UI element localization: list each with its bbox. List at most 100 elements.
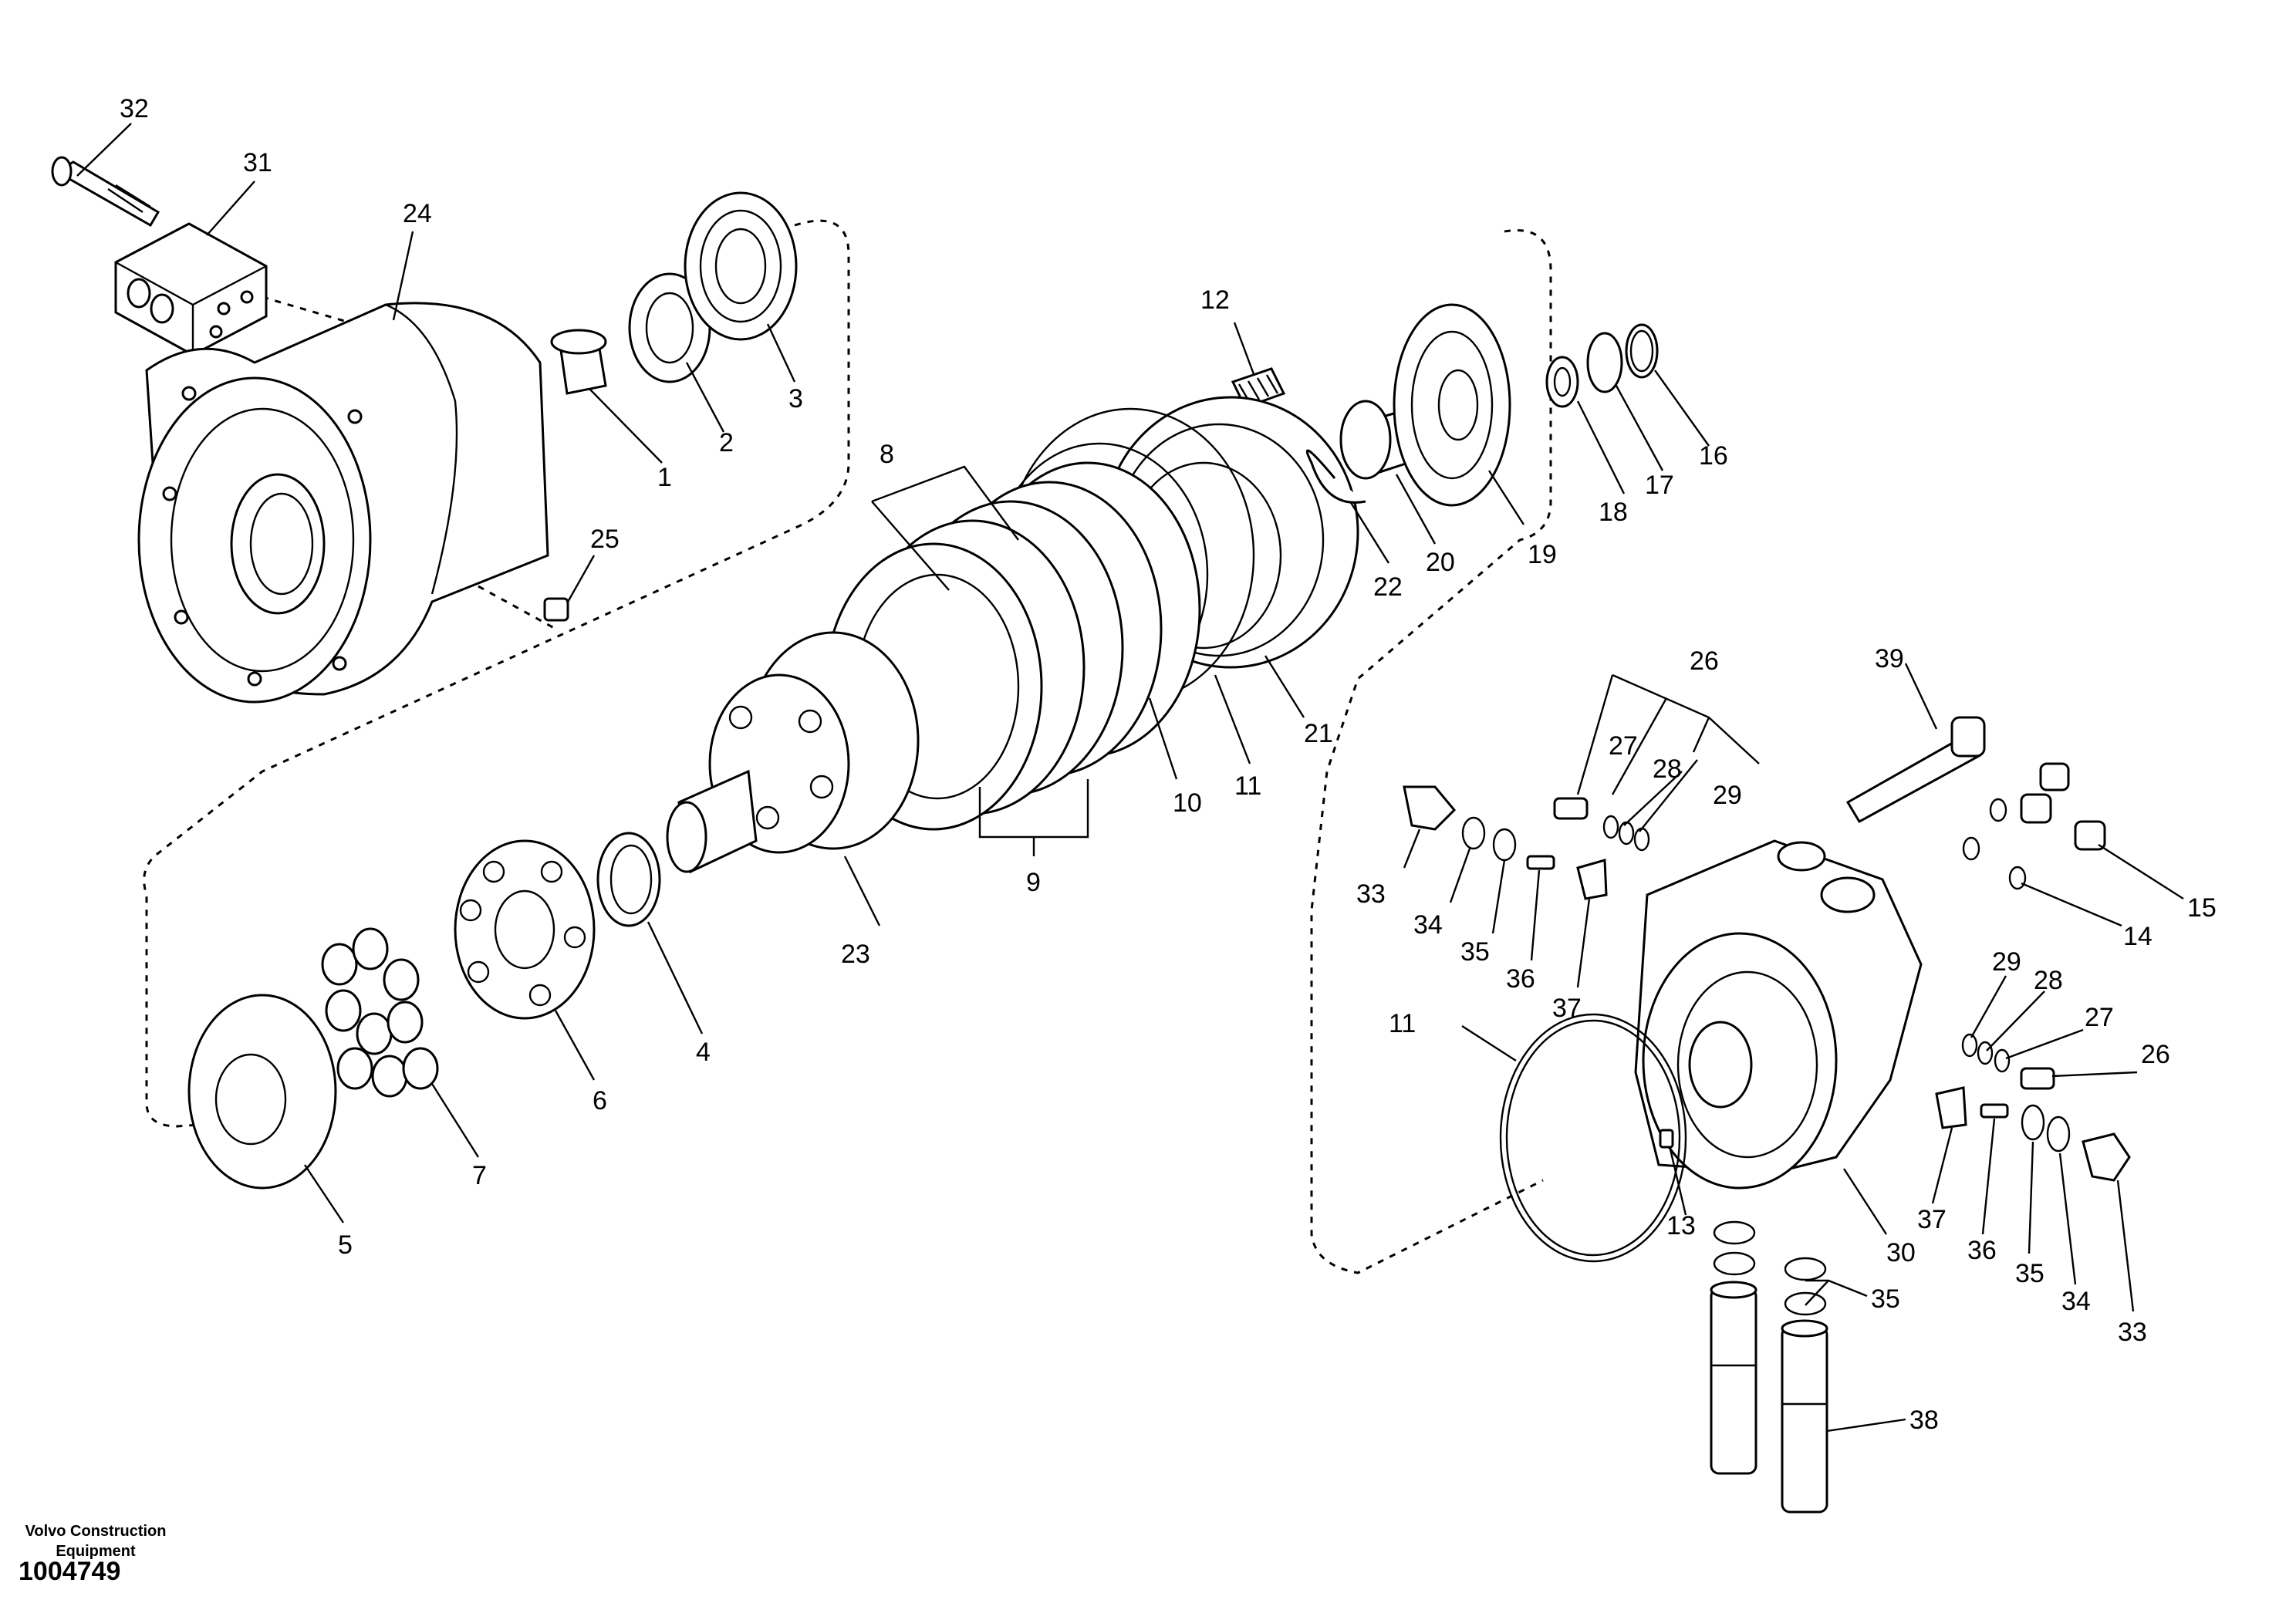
part-27-28-29-rings-right — [1961, 1033, 2011, 1073]
assembly-line-plug — [478, 585, 556, 630]
part-23-cylinder-block — [666, 631, 920, 874]
part-1-sleeve — [550, 329, 607, 395]
callout-23: 23 — [841, 940, 870, 969]
part-31-valve-block — [114, 222, 268, 356]
callout-11-upper: 11 — [1234, 771, 1261, 801]
callout-35-bottom: 35 — [1871, 1284, 1900, 1314]
part-38-spools — [1710, 1281, 1828, 1514]
part-3-bearing — [684, 191, 798, 341]
part-8-9-friction-plates — [824, 461, 1201, 831]
callout-14: 14 — [2123, 922, 2152, 951]
part-22-snap-ring — [1305, 449, 1366, 504]
callout-5: 5 — [338, 1230, 353, 1260]
callout-27-upper: 27 — [1609, 731, 1638, 761]
part-26-plug-upper — [1553, 797, 1589, 820]
callout-37-right: 37 — [1917, 1205, 1947, 1234]
callout-36-left: 36 — [1506, 964, 1535, 994]
callout-3: 3 — [788, 384, 803, 413]
callout-18: 18 — [1599, 498, 1628, 527]
callout-13: 13 — [1666, 1211, 1696, 1240]
callout-16: 16 — [1699, 441, 1728, 471]
part-5-swash-plate — [187, 994, 337, 1190]
part-33-plug-left — [1403, 785, 1457, 831]
callout-39: 39 — [1875, 644, 1904, 673]
part-37-poppet-right — [1935, 1086, 1967, 1129]
callout-4: 4 — [696, 1038, 711, 1067]
part-2-ring — [628, 272, 711, 383]
part-16-seal — [1625, 323, 1659, 379]
part-30-valve-casing — [1634, 839, 1923, 1190]
callout-27-right: 27 — [2085, 1003, 2114, 1032]
part-36-spring-right — [1980, 1103, 2009, 1119]
callout-35-left: 35 — [1460, 937, 1490, 967]
part-37-poppet-left — [1576, 859, 1608, 900]
callout-9: 9 — [1026, 868, 1041, 897]
part-13-pin — [1659, 1129, 1674, 1149]
callout-8: 8 — [880, 440, 894, 469]
callout-34-left: 34 — [1413, 910, 1443, 940]
callout-labels: 32 31 24 25 1 2 3 12 8 21 22 20 19 18 17… — [120, 94, 2217, 1435]
callout-31: 31 — [243, 148, 272, 177]
callout-19: 19 — [1528, 540, 1557, 569]
callout-30: 30 — [1886, 1238, 1916, 1267]
part-35-o-ring-left — [1492, 828, 1517, 862]
callout-29-upper: 29 — [1713, 781, 1742, 810]
company-name-line2: Equipment — [56, 1543, 136, 1560]
callout-26-right: 26 — [2141, 1040, 2170, 1069]
callout-6: 6 — [593, 1086, 607, 1115]
callout-15: 15 — [2187, 893, 2217, 923]
assembly-boundary-upper — [143, 219, 850, 1128]
callout-10: 10 — [1173, 788, 1202, 818]
callout-33-left: 33 — [1356, 879, 1386, 909]
part-32-bolt — [51, 156, 160, 228]
callout-17: 17 — [1645, 471, 1674, 500]
part-34-o-ring-right — [2046, 1115, 2071, 1153]
part-6-retainer-plate — [454, 839, 596, 1020]
part-24-housing — [137, 302, 549, 704]
callout-20: 20 — [1426, 548, 1455, 577]
callout-37-left: 37 — [1552, 994, 1582, 1023]
part-19-valve-plate — [1393, 303, 1511, 507]
callout-1: 1 — [657, 463, 672, 492]
callout-22: 22 — [1373, 572, 1403, 602]
part-17-o-ring — [1586, 332, 1623, 393]
reference-number: 1004749 — [19, 1557, 121, 1586]
leader-lines — [76, 123, 2184, 1433]
part-33-plug-right — [2082, 1132, 2131, 1182]
part-4-ring — [596, 832, 661, 927]
part-11-o-ring-lower — [1499, 1013, 1687, 1263]
callout-11-lower: 11 — [1389, 1009, 1416, 1038]
part-26-plug-right — [2020, 1067, 2055, 1090]
part-34-o-ring-left — [1461, 816, 1486, 850]
company-name: Volvo Construction Equipment — [11, 1521, 181, 1561]
callout-26-upper: 26 — [1690, 646, 1719, 676]
callout-7: 7 — [472, 1161, 487, 1190]
callout-2: 2 — [719, 428, 734, 457]
part-27-28-29-rings-upper — [1602, 815, 1650, 852]
callout-24: 24 — [403, 199, 432, 228]
part-18-washer — [1545, 356, 1579, 408]
part-36-spring-left — [1526, 855, 1555, 870]
callout-34-right: 34 — [2061, 1287, 2091, 1316]
part-7-pistons — [321, 927, 439, 1098]
callout-35-right: 35 — [2015, 1259, 2044, 1288]
callout-33-right: 33 — [2118, 1318, 2147, 1347]
callout-32: 32 — [120, 94, 149, 123]
part-25-plug — [543, 597, 569, 622]
part-15-plugs — [2020, 762, 2106, 851]
callout-29-right: 29 — [1992, 947, 2021, 977]
callout-28-upper: 28 — [1653, 754, 1682, 784]
callout-38: 38 — [1909, 1406, 1939, 1435]
callout-36-right: 36 — [1967, 1236, 1997, 1265]
company-name-line1: Volvo Construction — [25, 1523, 167, 1540]
part-20-sleeve — [1339, 400, 1410, 480]
assembly-line-block — [262, 295, 356, 326]
part-39-bolt — [1845, 716, 1986, 824]
callout-25: 25 — [590, 525, 620, 554]
callout-28-right: 28 — [2034, 966, 2063, 995]
callout-21: 21 — [1304, 719, 1333, 748]
part-14-o-rings — [1962, 798, 2027, 890]
callout-12: 12 — [1200, 285, 1230, 315]
part-35-o-ring-right — [2021, 1104, 2045, 1141]
